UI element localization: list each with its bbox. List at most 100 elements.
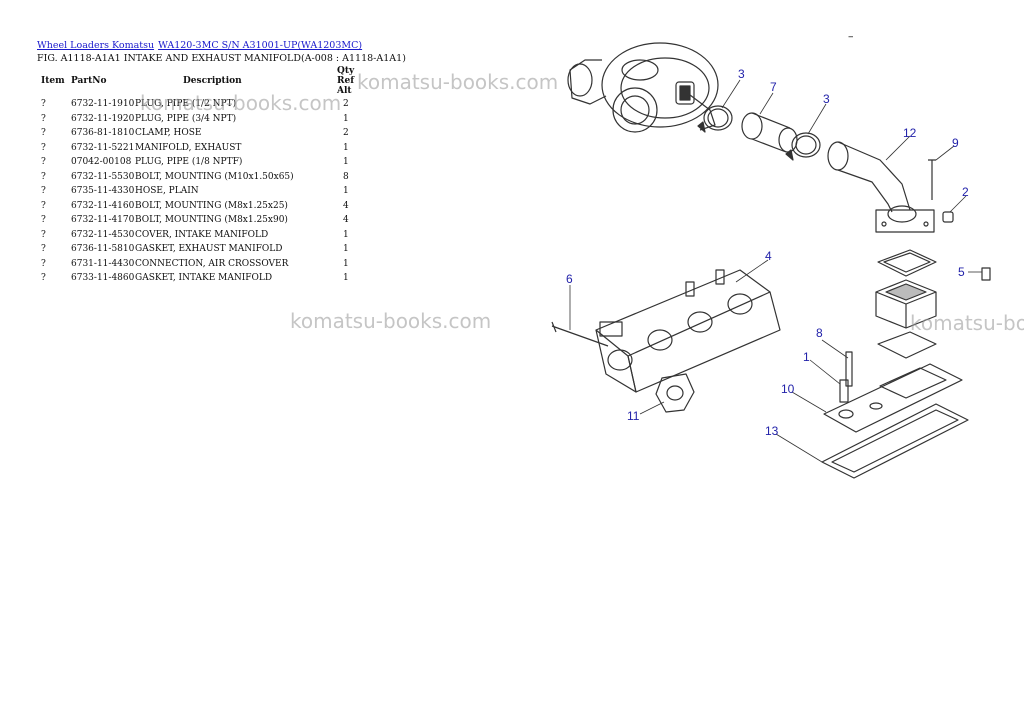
figure-title: FIG. A1118-A1A1 INTAKE AND EXHAUST MANIF… xyxy=(37,53,406,64)
breadcrumb-link-model[interactable]: WA120-3MC S/N A31001-UP(WA1203MC) xyxy=(158,40,363,51)
cell-part-no: 6736-11-5810 xyxy=(71,244,135,255)
pipe-plug-drawing xyxy=(942,211,954,223)
cell-qty: 1 xyxy=(343,186,349,197)
cell-qty: 8 xyxy=(343,171,349,182)
parts-table: Item PartNo Description Qty Ref Alt ?673… xyxy=(37,65,363,286)
cell-item: ? xyxy=(41,171,46,182)
turbocharger-drawing xyxy=(567,42,719,133)
cell-qty: 2 xyxy=(343,128,349,139)
header-item: Item xyxy=(41,76,65,86)
cell-part-no: 6732-11-5221 xyxy=(71,142,135,153)
intake-gasket-drawing-top xyxy=(877,249,937,277)
cell-part-no: 6732-11-4170 xyxy=(71,215,135,226)
cell-item: ? xyxy=(41,273,46,284)
cell-item: ? xyxy=(41,200,46,211)
bolt-m8-drawing-1 xyxy=(845,351,853,387)
cell-part-no: 6732-11-4530 xyxy=(71,229,135,240)
plain-hose-drawing xyxy=(741,112,798,153)
header-qty-ref-alt: Qty Ref Alt xyxy=(337,66,355,96)
cell-description: PLUG, PIPE (3/4 NPT) xyxy=(135,113,237,124)
header-description: Description xyxy=(183,76,242,86)
callout-3a: 3 xyxy=(738,67,745,81)
cell-qty: 1 xyxy=(343,142,349,153)
air-crossover-drawing xyxy=(827,141,935,233)
cell-item: ? xyxy=(41,128,46,139)
callout-12: 12 xyxy=(903,126,917,140)
cell-description: HOSE, PLAIN xyxy=(135,186,199,197)
cell-part-no: 6735-11-4330 xyxy=(71,186,135,197)
callout-4: 4 xyxy=(765,249,772,263)
bolt-m10-drawing xyxy=(928,159,936,200)
cell-description: COVER, INTAKE MANIFOLD xyxy=(135,229,269,240)
cell-description: GASKET, EXHAUST MANIFOLD xyxy=(135,244,283,255)
cell-description: BOLT, MOUNTING (M10x1.50x65) xyxy=(135,171,294,182)
callout-10: 10 xyxy=(781,382,795,396)
cell-item: ? xyxy=(41,215,46,226)
cell-part-no: 6736-81-1810 xyxy=(71,128,135,139)
hose-clamp-drawing-1 xyxy=(697,105,733,133)
cell-description: BOLT, MOUNTING (M8x1.25x90) xyxy=(135,215,288,226)
breadcrumb-link-wheel-loaders[interactable]: Wheel Loaders Komatsu xyxy=(37,40,155,51)
cell-item: ? xyxy=(41,142,46,153)
cell-description: CONNECTION, AIR CROSSOVER xyxy=(135,258,289,269)
cell-description: GASKET, INTAKE MANIFOLD xyxy=(135,273,273,284)
cell-part-no: 6733-11-4860 xyxy=(71,273,135,284)
intake-cover-drawing xyxy=(875,279,937,329)
cell-description: MANIFOLD, EXHAUST xyxy=(135,142,242,153)
callout-13: 13 xyxy=(765,424,779,438)
callout-7: 7 xyxy=(770,80,777,94)
cell-qty: 1 xyxy=(343,258,349,269)
cell-qty: 4 xyxy=(343,215,349,226)
callout-9: 9 xyxy=(952,136,959,150)
large-gasket-drawing xyxy=(821,403,969,479)
callout-2: 2 xyxy=(962,185,969,199)
cell-item: ? xyxy=(41,99,46,110)
cell-item: ? xyxy=(41,229,46,240)
cell-part-no: 6732-11-1910 xyxy=(71,99,135,110)
cell-description: PLUG, PIPE (1/2 NPT) xyxy=(135,99,237,110)
cell-qty: 1 xyxy=(343,244,349,255)
cell-description: BOLT, MOUNTING (M8x1.25x25) xyxy=(135,200,288,211)
cell-item: ? xyxy=(41,113,46,124)
cell-part-no: 6732-11-1920 xyxy=(71,113,135,124)
callout-6: 6 xyxy=(566,272,573,286)
callout-5: 5 xyxy=(958,265,965,279)
callout-1: 1 xyxy=(803,350,810,364)
parts-table-header: Item PartNo Description Qty Ref Alt xyxy=(37,65,363,97)
exhaust-manifold-drawing xyxy=(595,269,781,393)
cell-qty: 1 xyxy=(343,229,349,240)
bolt-m8-drawing-2 xyxy=(839,379,849,403)
cell-qty: 1 xyxy=(343,157,349,168)
cell-part-no: 07042-00108 xyxy=(71,157,132,168)
plug-eighth-npt-drawing xyxy=(981,267,991,281)
cell-item: ? xyxy=(41,157,46,168)
intake-gasket-drawing-lower xyxy=(877,331,937,359)
hose-clamp-drawing-2 xyxy=(785,132,821,161)
cell-item: ? xyxy=(41,244,46,255)
cell-qty: 2 xyxy=(343,99,349,110)
callout-3b: 3 xyxy=(823,92,830,106)
callout-11: 11 xyxy=(627,409,640,423)
cell-qty: 1 xyxy=(343,113,349,124)
cell-part-no: 6732-11-4160 xyxy=(71,200,135,211)
cell-qty: 4 xyxy=(343,200,349,211)
cell-description: CLAMP, HOSE xyxy=(135,128,202,139)
header-part-no: PartNo xyxy=(71,76,107,86)
cell-item: ? xyxy=(41,258,46,269)
cell-item: ? xyxy=(41,186,46,197)
mounting-bolt-m10-drawing xyxy=(551,321,609,347)
